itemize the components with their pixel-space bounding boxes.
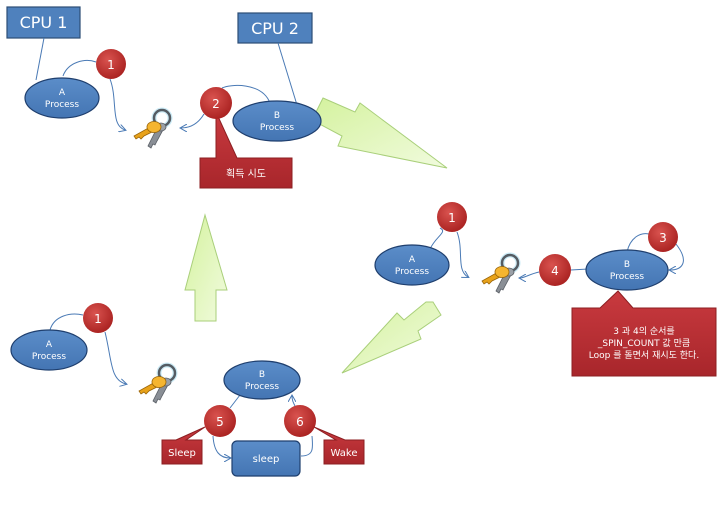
process-a-node: A Process	[374, 244, 450, 286]
callout-wake-text: Wake	[331, 448, 358, 459]
process-b-line2: Process	[260, 123, 294, 133]
step-5-badge: 5	[204, 405, 236, 437]
process-b-line2: Process	[245, 382, 279, 392]
cpu-1-label: CPU 1	[20, 13, 68, 32]
step-1-label: 1	[94, 312, 102, 326]
callout-spin-line-1: 3 과 4의 순서를	[613, 326, 674, 337]
step-3-label: 3	[659, 231, 667, 245]
connector-step6-to-processb	[292, 396, 295, 407]
process-b-line2: Process	[610, 272, 644, 282]
connector-a-to-step1	[62, 60, 97, 77]
callout-acquire-attempt-text: 획득 시도	[226, 168, 266, 180]
connector-step4-to-key	[520, 271, 540, 278]
process-b-line1: B	[259, 370, 265, 380]
key-icon	[482, 255, 518, 293]
connector-step1-to-key	[104, 331, 126, 384]
key-icon	[134, 110, 170, 148]
connector-processb-to-step4	[570, 268, 589, 271]
step-1-badge: 1	[96, 49, 126, 79]
sleep-state-box: sleep	[231, 440, 301, 477]
cpu-2-connector	[277, 42, 298, 106]
step-1-label: 1	[107, 58, 115, 72]
cpu-2-box: CPU 2	[237, 12, 313, 44]
step-5-label: 5	[216, 415, 224, 429]
step-4-badge: 4	[539, 254, 571, 286]
callout-spin-count: 3 과 4의 순서를 _SPIN_COUNT 값 만큼 Loop 를 돌면서 재…	[571, 290, 717, 377]
connector-processb-to-step3	[626, 233, 650, 253]
step-2-label: 2	[212, 97, 220, 111]
connector-step3-to-processb	[670, 243, 684, 270]
process-a-line1: A	[59, 88, 66, 98]
callout-sleep-text: Sleep	[168, 448, 196, 459]
callout-spin-line-2: _SPIN_COUNT 값 만큼	[597, 337, 690, 349]
step-3-badge: 3	[648, 222, 678, 252]
connector-a-to-step1	[49, 313, 84, 331]
cpu-2-label: CPU 2	[251, 19, 299, 38]
cpu-1-connector	[35, 37, 45, 81]
connector-step1-to-key	[456, 231, 468, 277]
step-6-badge: 6	[284, 405, 316, 437]
step-4-label: 4	[551, 264, 559, 278]
process-b-node: B Process	[232, 100, 322, 142]
callout-acquire-attempt: 획득 시도	[199, 111, 293, 189]
panel-bottom: A Process B Process sleep Sleep Wake 1 5	[10, 303, 365, 477]
connector-a-to-step1	[429, 227, 444, 250]
process-a-line2: Process	[32, 352, 66, 362]
flow-arrow-top-to-right	[311, 97, 448, 169]
process-b-line1: B	[624, 260, 630, 270]
process-b-node: B Process	[585, 249, 669, 291]
step-6-label: 6	[296, 415, 304, 429]
process-a-node: A Process	[24, 77, 100, 119]
sleep-state-label: sleep	[253, 454, 280, 465]
connector-step5-to-sleep	[212, 435, 230, 458]
step-1-badge: 1	[437, 202, 467, 232]
step-1-badge: 1	[83, 303, 113, 333]
process-b-line1: B	[274, 111, 280, 121]
connector-processb-to-step2	[221, 84, 271, 104]
callout-sleep: Sleep	[161, 426, 206, 465]
callout-spin-line-3: Loop 를 돌면서 재시도 한다.	[589, 350, 699, 361]
process-a-line2: Process	[45, 100, 79, 110]
connector-sleep-to-step6	[300, 435, 314, 457]
step-1-label: 1	[448, 211, 456, 225]
process-a-line1: A	[409, 255, 416, 265]
connector-step1-to-key	[109, 78, 125, 130]
flow-arrow-bottom-to-top	[184, 213, 228, 322]
step-2-badge: 2	[200, 87, 232, 119]
key-icon	[139, 365, 175, 403]
callout-wake: Wake	[313, 426, 365, 465]
flow-arrow-right-to-bottom	[341, 301, 442, 374]
connector-step2-to-key	[181, 113, 205, 128]
panel-right: A Process B Process 3 과 4의 순서를 _SPIN_COU…	[374, 202, 717, 377]
panel-top-left: CPU 1 CPU 2 A Process B Process 획득 시도	[6, 6, 322, 189]
process-a-line2: Process	[395, 267, 429, 277]
cpu-1-box: CPU 1	[6, 6, 81, 39]
process-b-node: B Process	[223, 360, 301, 400]
process-a-line1: A	[46, 340, 53, 350]
connector-processb-to-step5	[229, 394, 241, 409]
process-a-node: A Process	[10, 329, 88, 371]
